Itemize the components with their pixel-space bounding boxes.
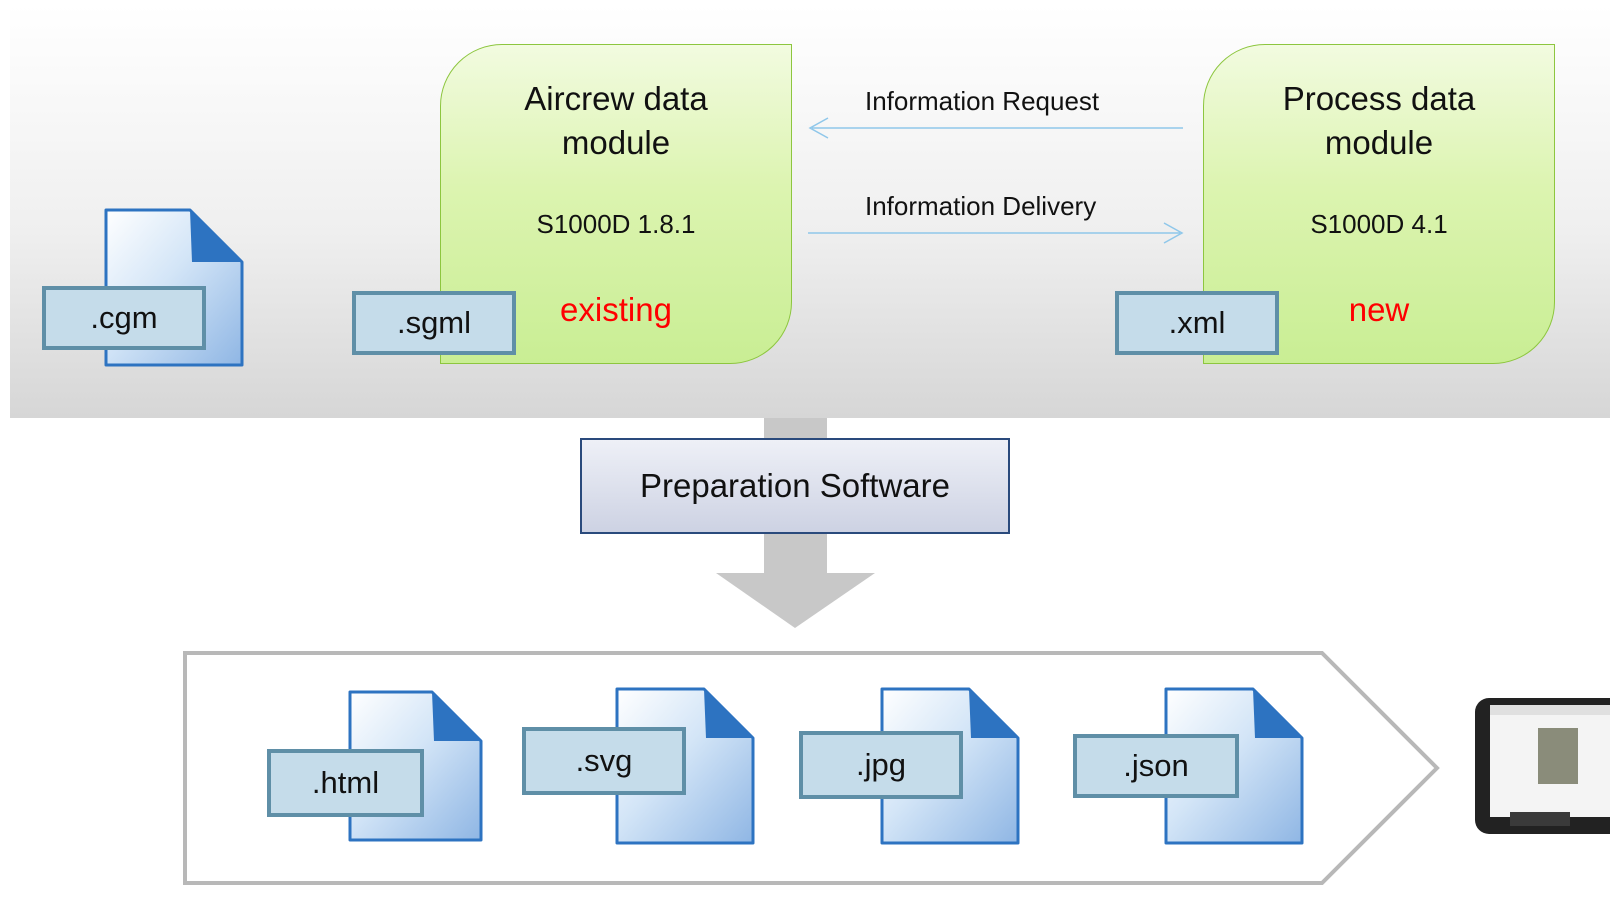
tablet-screen-header — [1490, 705, 1610, 715]
process-standard-version: S1000D 4.1 — [1310, 209, 1448, 239]
process-title-line2: module — [1324, 124, 1434, 161]
xml-extension-label: .xml — [1115, 291, 1279, 355]
delivery-arrow-head — [1163, 222, 1184, 244]
information-request-label: Information Request — [865, 86, 1100, 116]
tablet-device-icon — [1475, 698, 1610, 834]
preparation-software-box: Preparation Software — [580, 438, 1010, 534]
aircrew-title-line1: Aircrew data — [524, 80, 708, 117]
svg-extension-label: .svg — [522, 727, 686, 795]
cgm-extension-label: .cgm — [42, 286, 206, 350]
process-title-line1: Process data — [1282, 80, 1476, 117]
json-extension-label: .json — [1073, 734, 1239, 798]
aircrew-module-title: Aircrew data module — [441, 77, 791, 165]
aircrew-status-label: existing — [560, 291, 672, 328]
aircrew-standard-version: S1000D 1.8.1 — [536, 209, 696, 239]
tablet-button-bar — [1510, 812, 1570, 826]
process-module-title: Process data module — [1204, 77, 1554, 165]
tablet-screen-photo — [1538, 728, 1578, 784]
arrow-shaft-top — [764, 418, 827, 440]
process-status-label: new — [1348, 291, 1410, 328]
aircrew-title-line2: module — [561, 124, 671, 161]
process-data-module: Process data module S1000D 4.1 new — [1203, 44, 1555, 364]
sgml-extension-label: .sgml — [352, 291, 516, 355]
html-extension-label: .html — [267, 749, 424, 817]
information-delivery-label: Information Delivery — [865, 191, 1097, 221]
request-arrow-head — [808, 117, 829, 139]
jpg-extension-label: .jpg — [799, 731, 963, 799]
arrow-shaft-bottom — [764, 534, 827, 574]
down-arrow-head — [716, 573, 875, 628]
